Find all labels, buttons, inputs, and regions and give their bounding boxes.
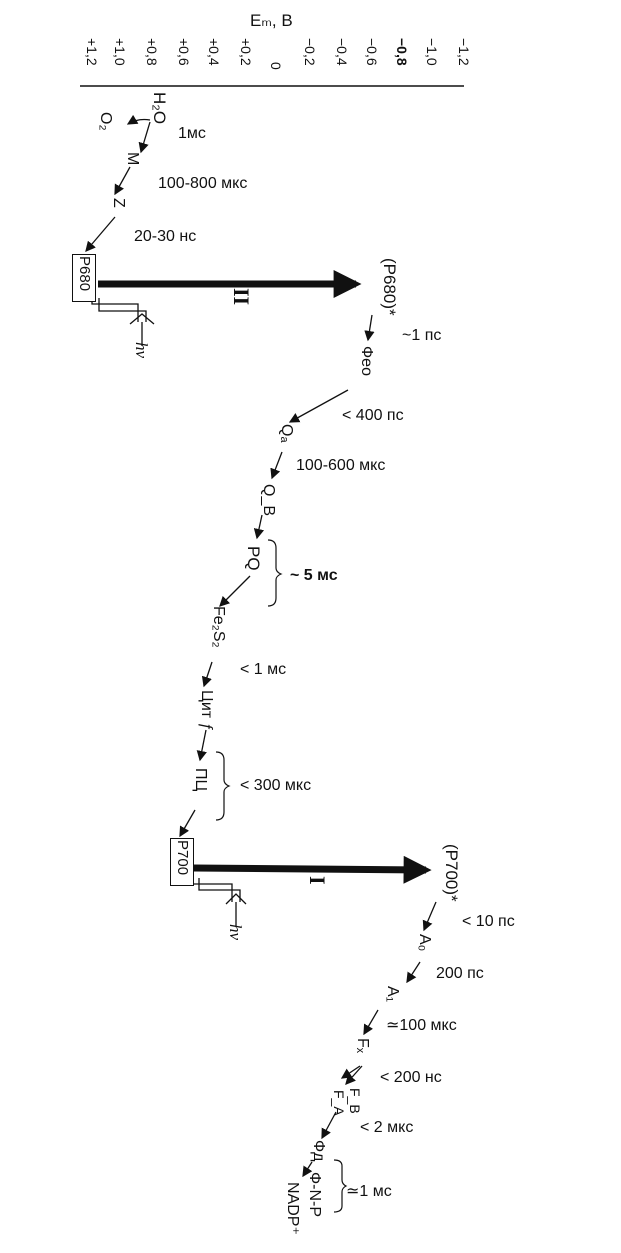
axis-tick: −1,0 bbox=[424, 38, 440, 66]
carrier-fb: F_B bbox=[347, 1088, 363, 1114]
time-label: 100-600 мкс bbox=[296, 457, 386, 474]
carrier-nadp: NADP⁺ bbox=[284, 1182, 301, 1235]
ps2-roman-label: II bbox=[229, 288, 254, 306]
carrier-cyt: Цит ƒ bbox=[198, 690, 215, 732]
ps1-excited-label: (P700)* bbox=[442, 844, 461, 902]
ps2-light-label: hν bbox=[132, 342, 151, 359]
axis-tick: −1,2 bbox=[456, 38, 472, 66]
brace-pq bbox=[267, 539, 283, 607]
ps1-excitation-arrow bbox=[193, 855, 432, 884]
time-label: ~ 5 мс bbox=[290, 567, 338, 584]
ps1-reaction-center-box bbox=[170, 838, 194, 886]
carrier-fes: Fe₂S₂ bbox=[210, 606, 227, 648]
axis-tick: +0,6 bbox=[176, 38, 192, 66]
time-label: 100-800 мкс bbox=[158, 175, 248, 192]
carrier-fnr: Ф-N-P bbox=[306, 1172, 323, 1218]
brace-pc bbox=[215, 751, 231, 821]
carrier-m: M bbox=[124, 152, 141, 166]
time-label: ≃100 мкс bbox=[386, 1017, 457, 1034]
carrier-qa: Qₐ bbox=[278, 424, 295, 443]
carrier-a0: A₀ bbox=[416, 934, 433, 952]
carrier-qb: Q_B bbox=[260, 484, 277, 517]
time-label: < 400 пс bbox=[342, 407, 404, 424]
ps1-roman-label: I bbox=[305, 876, 330, 885]
carrier-pq: PQ bbox=[244, 546, 263, 571]
time-label: ~1 пс bbox=[402, 327, 442, 344]
time-label: < 2 мкс bbox=[360, 1119, 414, 1136]
time-label: 20-30 нс bbox=[134, 228, 197, 245]
carrier-fa: F_A bbox=[331, 1090, 347, 1116]
time-label: ≃1 мс bbox=[346, 1183, 392, 1200]
ps1-center-label: P700 bbox=[174, 840, 191, 876]
carrier-fx: Fₓ bbox=[354, 1038, 371, 1054]
ps2-reaction-center-box bbox=[72, 254, 96, 302]
time-label: 200 пс bbox=[436, 965, 484, 982]
carrier-h2o: H₂O bbox=[150, 92, 169, 125]
carrier-pheo: Феο bbox=[358, 346, 375, 376]
time-label: < 10 пс bbox=[462, 913, 515, 930]
time-label: < 300 мкс bbox=[240, 777, 312, 794]
axis-tick: +0,2 bbox=[238, 38, 254, 66]
axis-tick: +0,4 bbox=[206, 38, 222, 66]
ps2-center-label: P680 bbox=[76, 256, 93, 292]
carrier-z: Z bbox=[110, 198, 127, 208]
time-label: < 1 мс bbox=[240, 661, 287, 678]
carrier-o2: O₂ bbox=[97, 112, 114, 131]
axis-tick: +0,8 bbox=[144, 38, 160, 66]
ps2-excited-label: (P680)* bbox=[380, 258, 399, 316]
axis-tick: +1,0 bbox=[112, 38, 128, 66]
axis-title: Eₘ, B bbox=[250, 11, 293, 30]
axis-tick: −0,2 bbox=[302, 38, 318, 66]
time-label: < 200 нс bbox=[380, 1069, 442, 1086]
carrier-fd: Фд bbox=[310, 1140, 327, 1162]
carrier-pc: ПЦ bbox=[192, 768, 209, 792]
axis-tick: −0,8 bbox=[394, 38, 410, 66]
brace-fnr bbox=[333, 1159, 348, 1213]
carrier-a1: A₁ bbox=[384, 986, 401, 1003]
axis-tick: +1,2 bbox=[84, 38, 100, 66]
axis-tick: −0,4 bbox=[334, 38, 350, 66]
axis-tick: 0 bbox=[268, 62, 284, 70]
ps1-light-label: hν bbox=[226, 924, 245, 941]
axis-tick: −0,6 bbox=[364, 38, 380, 66]
time-label: 1мс bbox=[178, 125, 206, 142]
